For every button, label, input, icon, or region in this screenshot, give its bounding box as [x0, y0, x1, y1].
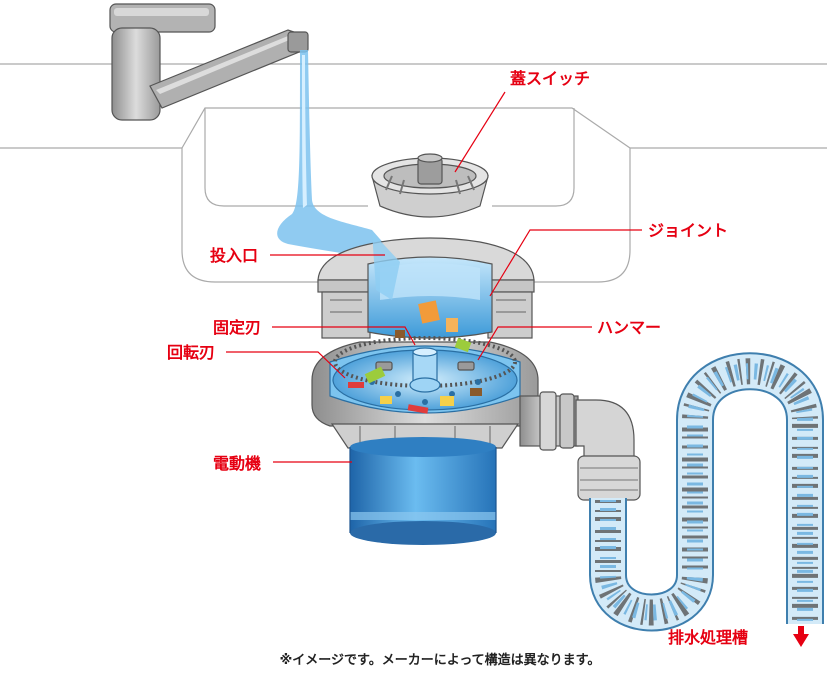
leader-joint [489, 229, 642, 297]
water-stream [277, 50, 400, 262]
leader-fixed-blade [272, 326, 416, 346]
inlet-housing [317, 232, 535, 339]
leader-lid-switch [454, 91, 506, 173]
food-scrap [470, 388, 482, 396]
footnote: ※イメージです。メーカーによって構造は異なります。 [280, 652, 601, 668]
outlet-pipe [519, 391, 641, 501]
food-scrap [380, 396, 392, 404]
down-arrow-icon [793, 626, 809, 647]
label-inlet: 投入口 [210, 246, 258, 265]
food-scrap [418, 300, 440, 324]
food-scrap [364, 366, 386, 384]
food-scrap [446, 318, 458, 332]
food-scrap [440, 396, 454, 406]
label-motor: 電動機 [213, 454, 261, 473]
lid-switch [371, 153, 489, 218]
grinding-chamber [311, 300, 539, 427]
hammer [375, 361, 475, 371]
food-scrap [407, 404, 429, 414]
food-scrap [348, 382, 364, 388]
label-hammer: ハンマー [597, 318, 661, 337]
faucet [109, 3, 309, 121]
food-scrap [454, 337, 472, 353]
label-joint: ジョイント [648, 221, 728, 240]
drain-trap [589, 352, 824, 632]
leader-lines [226, 91, 642, 463]
label-drain-tank: 排水処理槽 [668, 628, 748, 647]
leader-rotating-blade [226, 351, 346, 379]
fixed-blade-ring [333, 336, 517, 388]
label-lid-switch: 蓋スイッチ [510, 69, 590, 88]
leader-hammer [477, 326, 592, 361]
rotating-blade-plate [369, 379, 481, 405]
label-rotating-blade: 回転刃 [167, 343, 215, 362]
motor [349, 437, 497, 545]
label-fixed-blade: 固定刃 [213, 318, 261, 337]
food-scrap [395, 330, 405, 338]
